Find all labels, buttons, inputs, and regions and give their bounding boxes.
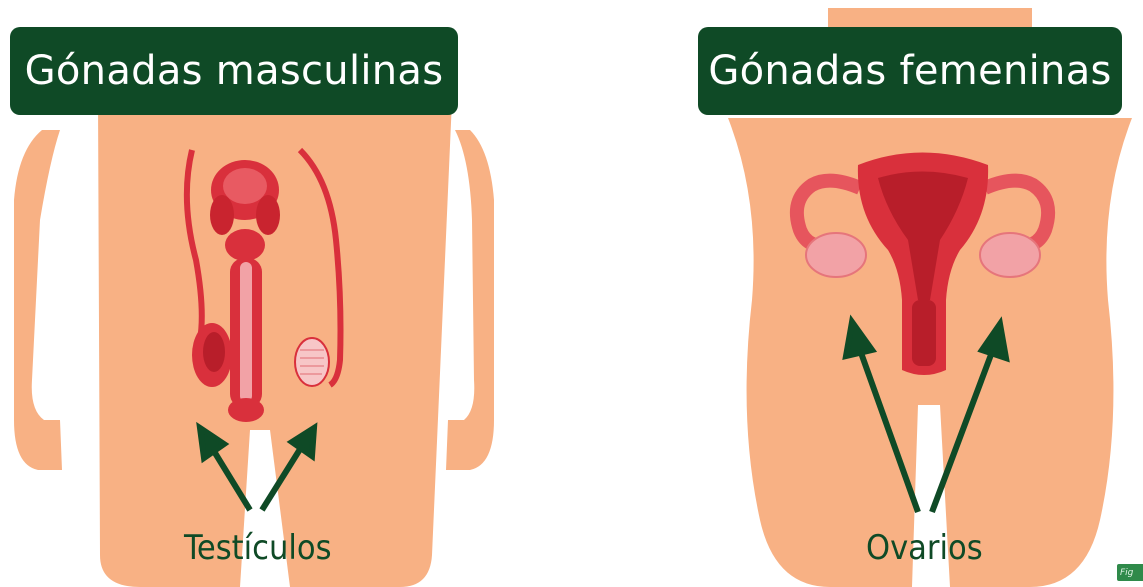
- ovaries-label: Ovarios: [866, 528, 983, 568]
- figure-badge: Fig: [1117, 564, 1143, 581]
- male-gonads-title: Gónadas masculinas: [10, 27, 458, 115]
- testicles-label: Testículos: [184, 528, 332, 568]
- female-gonads-title: Gónadas femeninas: [698, 27, 1122, 115]
